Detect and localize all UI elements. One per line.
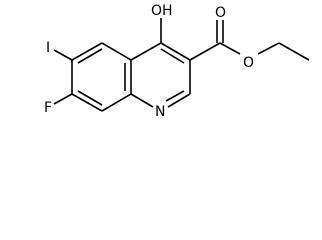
- bond-c3-carbonyl: [189, 42, 221, 61]
- bond-carbonyl-o-ester: [219, 42, 241, 55]
- bond: [130, 93, 154, 108]
- bond-ch2-ch3: [278, 42, 310, 61]
- double-bond-inner: [77, 48, 103, 64]
- atom-label-oh: OH: [151, 3, 173, 19]
- bond-c6-i: [53, 49, 73, 61]
- atom-label-iodine: I: [46, 40, 50, 56]
- atom-label-nitrogen: N: [155, 104, 165, 120]
- bond: [101, 42, 132, 61]
- bond: [71, 42, 103, 61]
- bond: [167, 93, 191, 108]
- atom-label-ester-oxygen: O: [243, 55, 254, 71]
- atom-label-carbonyl-oxygen: O: [215, 5, 226, 21]
- double-bond-inner: [160, 48, 185, 64]
- bond: [71, 93, 103, 112]
- bond: [101, 93, 132, 112]
- double-bond-inner: [165, 90, 185, 102]
- atom-label-fluorine: F: [44, 100, 52, 116]
- bond-o-ch2: [257, 42, 280, 55]
- bond: [160, 42, 191, 61]
- bond: [130, 42, 162, 61]
- chemical-structure: OH I F N O O: [44, 3, 310, 120]
- double-bond-inner: [77, 90, 103, 106]
- bond-c7-f: [53, 93, 73, 105]
